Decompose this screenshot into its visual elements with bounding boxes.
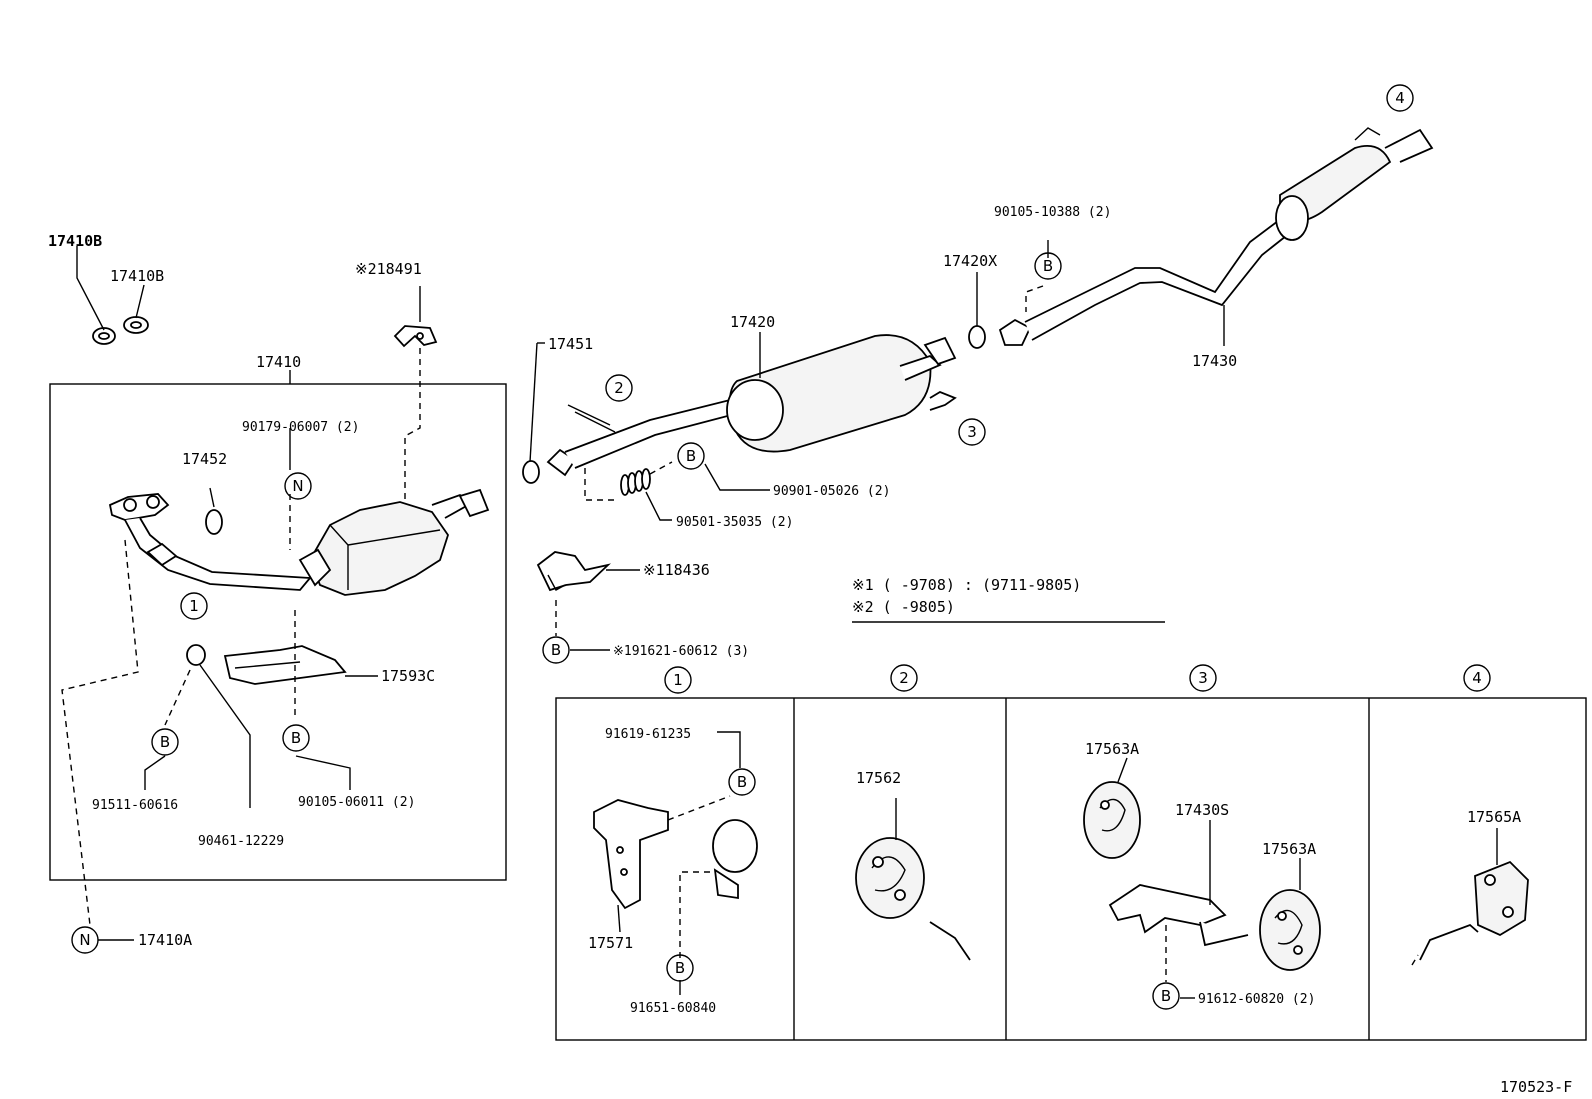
svg-text:3: 3 bbox=[967, 423, 977, 441]
rubber-hanger-17562-icon bbox=[855, 837, 925, 919]
label-17562: 17562 bbox=[856, 769, 901, 787]
marker-b-191621: B bbox=[542, 636, 570, 664]
svg-text:1: 1 bbox=[673, 671, 683, 689]
svg-text:3: 3 bbox=[1198, 669, 1208, 687]
gasket-17420x-icon bbox=[968, 325, 986, 349]
svg-text:B: B bbox=[737, 773, 747, 791]
bracket-17430s-icon bbox=[1108, 884, 1249, 947]
panel-header-4: 4 bbox=[1463, 664, 1491, 692]
tail-pipe-17430-icon bbox=[998, 127, 1434, 346]
svg-text:B: B bbox=[160, 733, 170, 751]
label-17410b-2: 17410B bbox=[110, 267, 164, 285]
clamp-icon bbox=[186, 644, 206, 666]
marker-b-91619: B bbox=[728, 768, 756, 796]
assembly-17410-box bbox=[49, 383, 507, 881]
svg-text:2: 2 bbox=[899, 669, 909, 687]
label-17593c: 17593C bbox=[381, 667, 435, 685]
svg-text:B: B bbox=[291, 729, 301, 747]
heat-insulator-17593c-icon bbox=[223, 645, 347, 685]
marker-b-90105a: B bbox=[282, 724, 310, 752]
muffler-17420-icon bbox=[726, 334, 957, 453]
label-17410a: 17410A bbox=[138, 931, 192, 949]
bracket-17571-icon bbox=[593, 799, 669, 910]
svg-text:N: N bbox=[79, 931, 90, 949]
svg-text:2: 2 bbox=[614, 379, 624, 397]
svg-text:B: B bbox=[1043, 257, 1053, 275]
marker-n-17410a: N bbox=[71, 926, 99, 954]
clip-218491-icon bbox=[393, 325, 438, 348]
marker-b-91651: B bbox=[666, 954, 694, 982]
callout-1-front-pipe: 1 bbox=[180, 592, 208, 620]
catalytic-converter-icon bbox=[298, 488, 490, 596]
svg-text:B: B bbox=[1161, 987, 1171, 1005]
label-17452: 17452 bbox=[182, 450, 227, 468]
svg-text:N: N bbox=[292, 477, 303, 495]
label-191621-60612: ※191621-60612 (3) bbox=[613, 644, 749, 659]
svg-text:B: B bbox=[675, 959, 685, 977]
panel-header-3: 3 bbox=[1189, 664, 1217, 692]
marker-b-90105b: B bbox=[1034, 252, 1062, 280]
label-17451: 17451 bbox=[548, 335, 593, 353]
front-exhaust-pipe-icon bbox=[108, 493, 312, 591]
label-90461-12229: 90461-12229 bbox=[198, 834, 284, 849]
hanger-bracket-118436-icon bbox=[536, 551, 611, 592]
callout-3-muffler: 3 bbox=[958, 418, 986, 446]
callout-2-center-pipe: 2 bbox=[605, 374, 633, 402]
clamp-17452-icon bbox=[205, 509, 223, 535]
panel-header-2: 2 bbox=[890, 664, 918, 692]
rubber-hanger-17565a-icon bbox=[1474, 860, 1529, 937]
note-2: ※2 ( -9805) bbox=[852, 598, 955, 616]
gasket-17410b-icon bbox=[92, 316, 149, 345]
label-90105-10388: 90105-10388 (2) bbox=[994, 205, 1111, 220]
label-218491: ※218491 bbox=[355, 260, 422, 278]
label-17410b-1: 17410B bbox=[48, 232, 102, 250]
hanger-panels-box bbox=[555, 697, 1587, 1041]
callout-4-tail-pipe: 4 bbox=[1386, 84, 1414, 112]
svg-text:1: 1 bbox=[189, 597, 199, 615]
label-17563a-1: 17563A bbox=[1085, 740, 1139, 758]
marker-b-91511: B bbox=[151, 728, 179, 756]
label-90179-06007: 90179-06007 (2) bbox=[242, 420, 359, 435]
label-91619-61235: 91619-61235 bbox=[605, 727, 691, 742]
svg-text:B: B bbox=[551, 641, 561, 659]
rubber-hanger-17563a-second-icon bbox=[1259, 889, 1321, 971]
clamp-ring-icon bbox=[712, 819, 758, 900]
svg-text:4: 4 bbox=[1395, 89, 1405, 107]
label-17420: 17420 bbox=[730, 313, 775, 331]
label-90501-35035: 90501-35035 (2) bbox=[676, 515, 793, 530]
spring-icon bbox=[620, 468, 651, 496]
marker-n-90179: N bbox=[284, 472, 312, 500]
label-17430s: 17430S bbox=[1175, 801, 1229, 819]
label-118436: ※118436 bbox=[643, 561, 710, 579]
panel-header-1: 1 bbox=[664, 666, 692, 694]
label-91612-60820: 91612-60820 (2) bbox=[1198, 992, 1315, 1007]
label-17410: 17410 bbox=[256, 353, 301, 371]
note-1: ※1 ( -9708) : (9711-9805) bbox=[852, 576, 1081, 594]
label-91651-60840: 91651-60840 bbox=[630, 1001, 716, 1016]
svg-text:4: 4 bbox=[1472, 669, 1482, 687]
marker-b-91612: B bbox=[1152, 982, 1180, 1010]
label-17571: 17571 bbox=[588, 934, 633, 952]
label-91511-60616: 91511-60616 bbox=[92, 798, 178, 813]
diagram-id: 170523-F bbox=[1500, 1078, 1572, 1096]
label-17420x: 17420X bbox=[943, 252, 997, 270]
gasket-17451-icon bbox=[522, 460, 540, 484]
label-90901-05026: 90901-05026 (2) bbox=[773, 484, 890, 499]
label-17563a-2: 17563A bbox=[1262, 840, 1316, 858]
marker-b-90901: B bbox=[677, 442, 705, 470]
label-90105-06011: 90105-06011 (2) bbox=[298, 795, 415, 810]
svg-text:B: B bbox=[686, 447, 696, 465]
label-17430: 17430 bbox=[1192, 352, 1237, 370]
rubber-hanger-17563a-icon bbox=[1083, 781, 1141, 859]
label-17565a: 17565A bbox=[1467, 808, 1521, 826]
